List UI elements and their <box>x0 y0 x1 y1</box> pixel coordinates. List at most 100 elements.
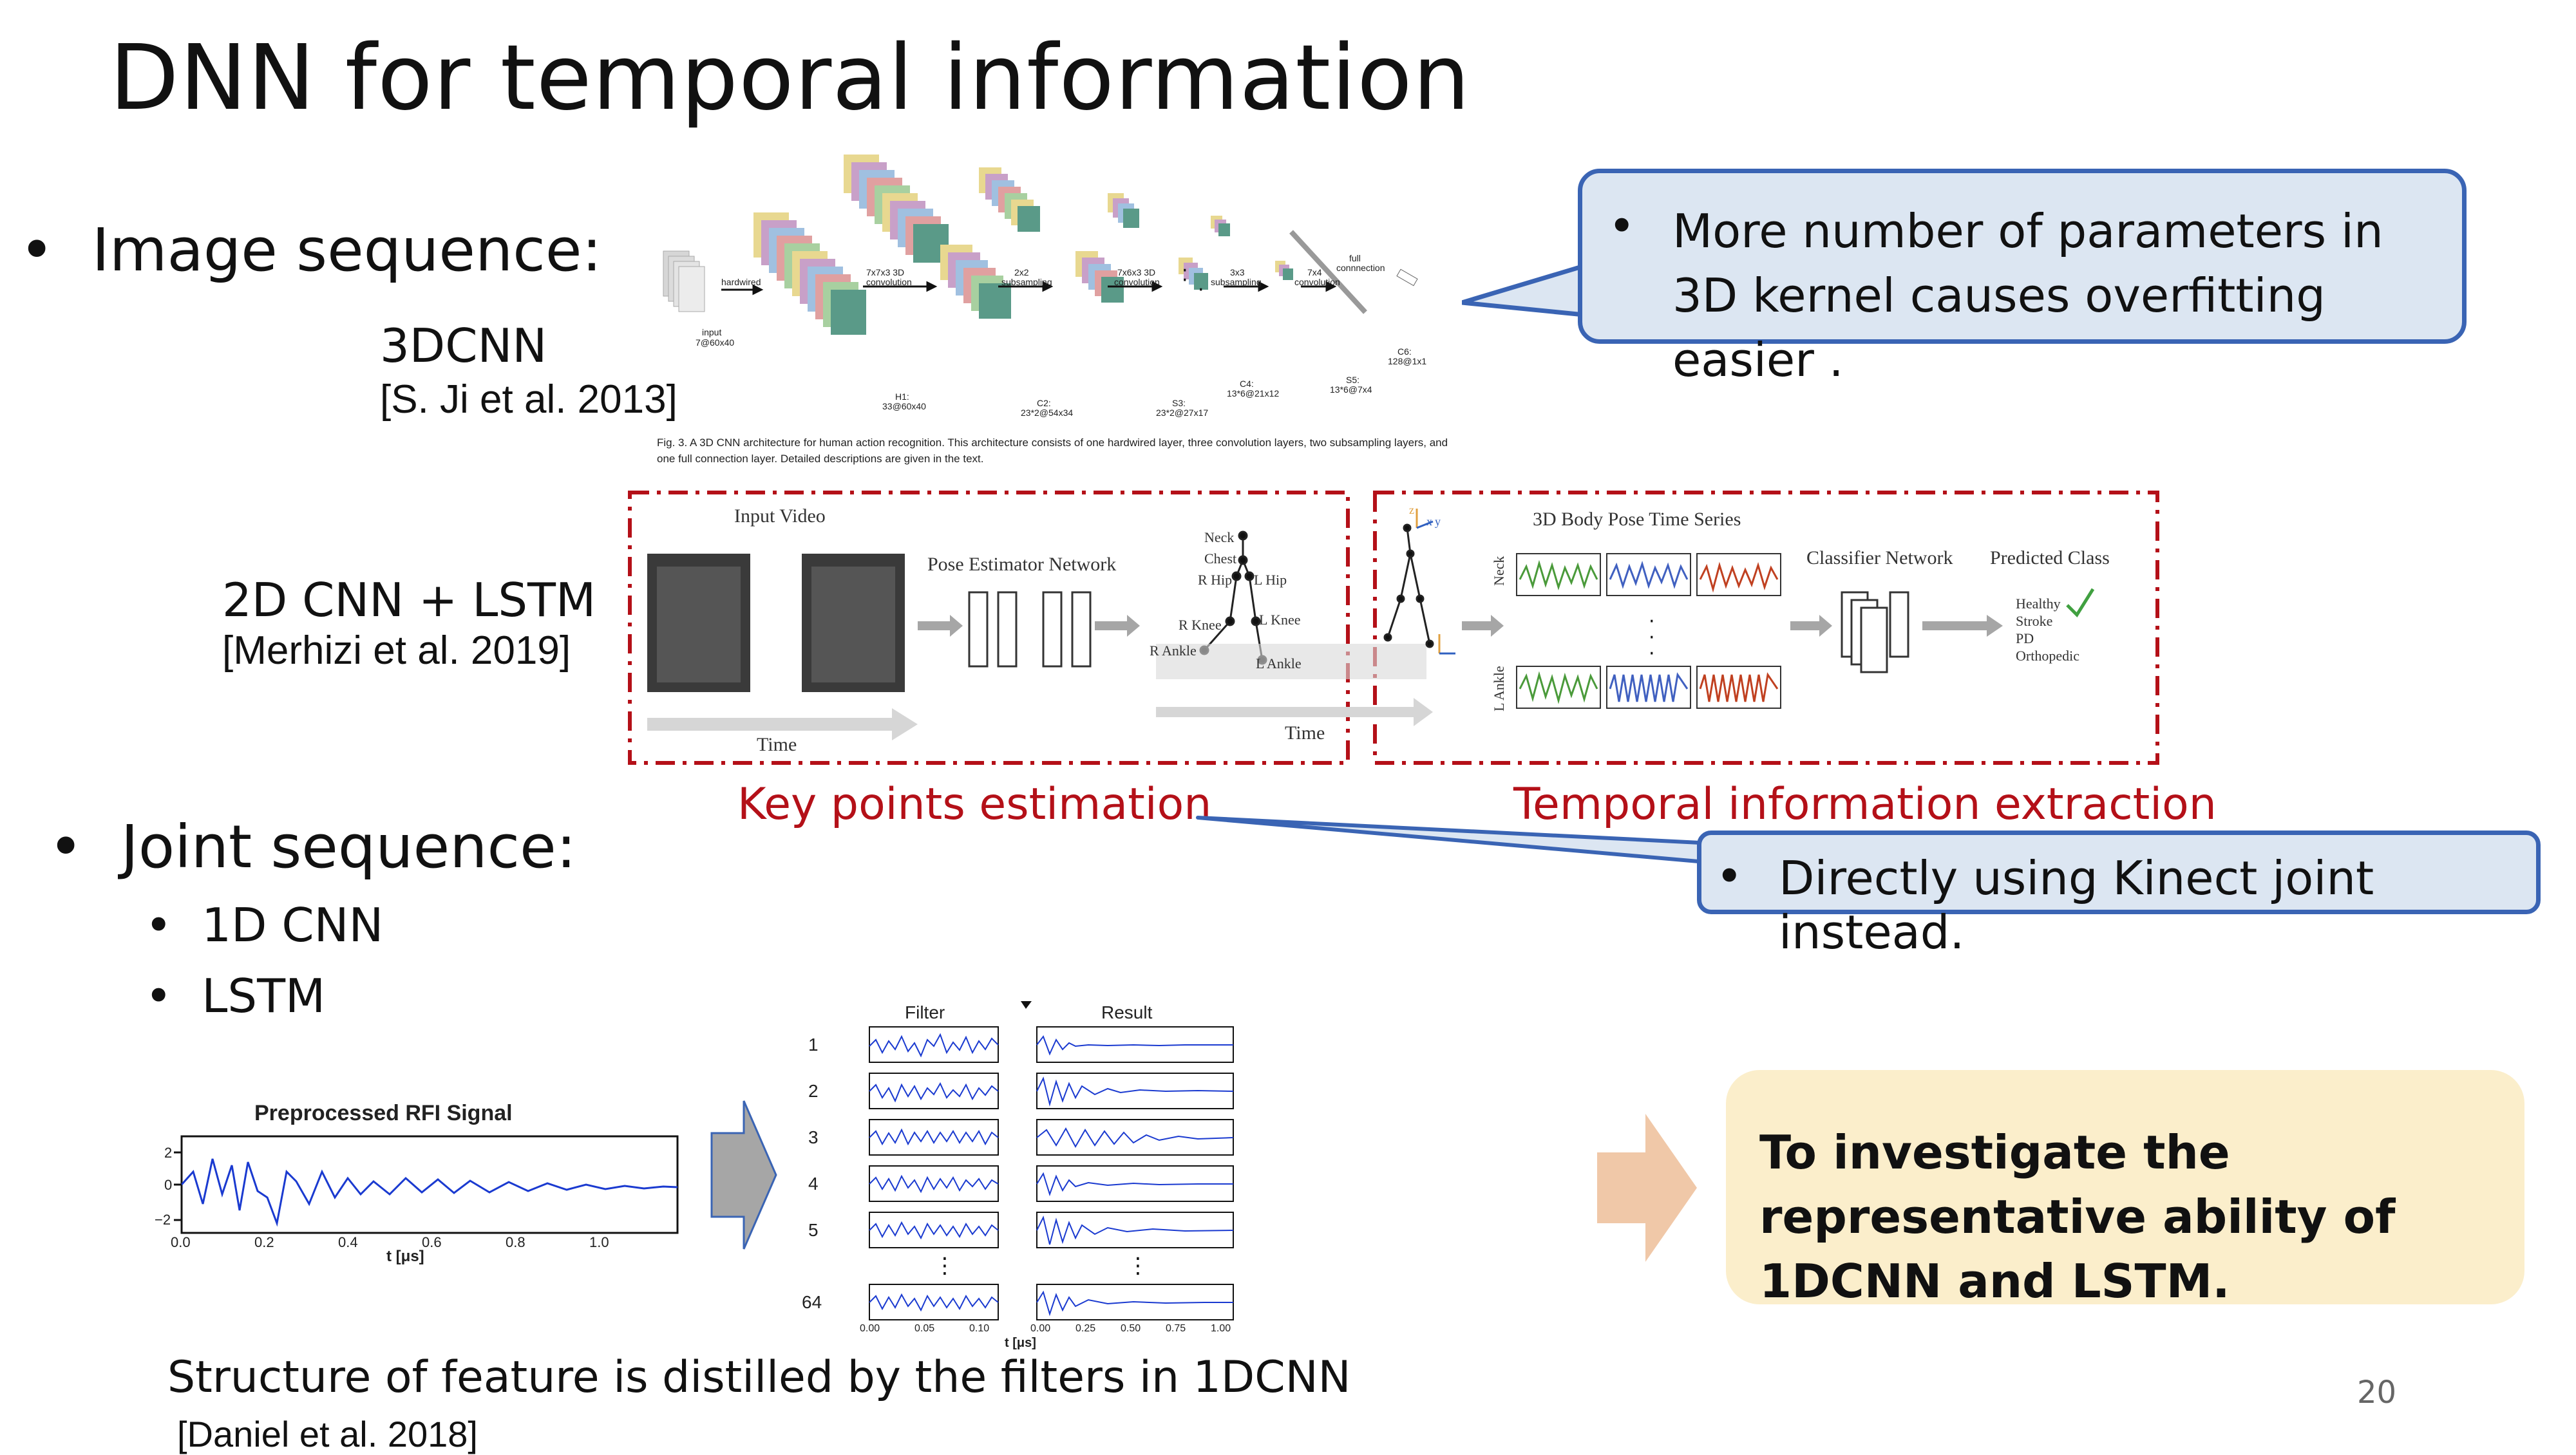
conclusion-text: To investigate the representative abilit… <box>1759 1125 2396 1308</box>
rfi-signal-title: Preprocessed RFI Signal <box>254 1101 513 1125</box>
label-h1-dim: 33@60x40 <box>882 401 926 411</box>
joint-label-lankle: L Ankle <box>1256 655 1302 671</box>
slide-title: DNN for temporal information <box>109 26 1471 131</box>
result-header: Result <box>1101 1002 1153 1022</box>
model-lstm-ref: [Merhizi et al. 2019] <box>222 628 571 673</box>
joint-label-lhip: L Hip <box>1254 572 1287 588</box>
label-c4-dim: 13*6@21x12 <box>1227 388 1280 399</box>
bullet-image-sequence-text: Image sequence: <box>91 216 602 285</box>
class-orthopedic: Orthopedic <box>2016 648 2079 664</box>
joint-label-lknee: L Knee <box>1259 612 1301 628</box>
joint-item-1dcnn: • 1D CNN <box>145 898 383 952</box>
label-predicted-class: Predicted Class <box>1990 547 2110 568</box>
label-conv2: 7x6x3 3D <box>1117 267 1156 277</box>
input-frames <box>663 250 705 312</box>
joint-item-lstm: • LSTM <box>145 969 325 1023</box>
callout-overfitting: • More number of parameters in 3D kernel… <box>1578 169 2467 387</box>
rfi-ref: [Daniel et al. 2018] <box>177 1414 478 1454</box>
result-xtick-3: 0.75 <box>1166 1323 1186 1334</box>
label-sub1: 2x2 <box>1014 267 1029 277</box>
label-input-video: Input Video <box>734 505 826 527</box>
callout-bullet: • <box>1608 199 1636 253</box>
row-id-2: 2 <box>808 1081 819 1101</box>
result-xtick-4: 1.00 <box>1211 1323 1231 1334</box>
label-conv2b: convolution <box>1114 277 1160 287</box>
joint-label-rankle: R Ankle <box>1150 643 1197 659</box>
rfi-xtick-2: 0.4 <box>338 1234 358 1250</box>
label-conv3: 7x4 <box>1307 267 1322 277</box>
axis-label-z: z <box>1409 503 1414 516</box>
row-id-4: 4 <box>808 1174 819 1194</box>
label-input-dim: 7@60x40 <box>696 337 735 348</box>
full-connection-bar <box>1289 230 1367 314</box>
bullet-dot: • <box>19 216 92 285</box>
figure-filter-result: Filter Result ⋮ ⋮ 1 2 3 4 <box>799 995 1249 1355</box>
joint-item-lstm-text: LSTM <box>202 969 326 1023</box>
rfi-signal-plot <box>174 1135 679 1234</box>
row-id-1: 1 <box>808 1035 819 1055</box>
label-conv1: 7x7x3 3D <box>866 267 905 277</box>
rfi-xlabel: t [μs] <box>386 1248 424 1265</box>
label-sub1b: subsampling <box>1001 277 1052 287</box>
joint-label-rhip: R Hip <box>1198 572 1233 588</box>
conclusion-box: To investigate the representative abilit… <box>1726 1070 2524 1308</box>
c2-stack <box>844 155 1011 319</box>
filter-xtick-2: 0.10 <box>969 1323 990 1334</box>
label-h1: H1: <box>895 391 909 402</box>
svg-text:·: · <box>1649 643 1655 665</box>
figure-3dcnn-caption: Fig. 3. A 3D CNN architecture for human … <box>657 436 1448 465</box>
result-xtick-0: 0.00 <box>1030 1323 1051 1334</box>
label-s5-dim: 13*6@7x4 <box>1330 384 1372 395</box>
label-conv3b: convolution <box>1294 277 1340 287</box>
row-id-64: 64 <box>802 1292 822 1312</box>
model-lstm-name: 2D CNN + LSTM <box>222 573 596 627</box>
filter-header: Filter <box>905 1002 945 1022</box>
label-c6: C6: <box>1397 346 1412 357</box>
bullet-joint-sequence: • Joint sequence: <box>48 812 576 881</box>
model-3dcnn-name: 3DCNN <box>380 319 547 373</box>
joint-label-rknee: R Knee <box>1179 617 1222 633</box>
result-xtick-2: 0.50 <box>1121 1323 1141 1334</box>
gray-arrow-icon <box>710 1100 777 1250</box>
callout-kinect-pointer <box>1196 816 1715 865</box>
filter-xtick-1: 0.05 <box>914 1323 935 1334</box>
callout-bullet: • <box>1716 849 1743 903</box>
svg-text:⋮: ⋮ <box>934 1253 956 1279</box>
bullet-image-sequence: • Image sequence: <box>19 216 601 285</box>
svg-text:·: · <box>1182 259 1188 282</box>
label-keypoints-estimation: Key points estimation <box>737 779 1212 830</box>
rfi-xtick-1: 0.2 <box>254 1234 274 1250</box>
class-healthy: Healthy <box>2016 596 2061 612</box>
label-row-ankle: L Ankle <box>1491 666 1507 711</box>
label-s3-dim: 23*2@27x17 <box>1156 408 1209 418</box>
callout-kinect: • Directly using Kinect joint instead. <box>1697 831 2541 959</box>
axis-label-x: x <box>1426 515 1432 528</box>
label-fullb: connnection <box>1336 263 1385 273</box>
page-number: 20 <box>2357 1375 2397 1411</box>
bullet-dot: • <box>145 969 202 1023</box>
label-sub2b: subsampling <box>1211 277 1262 287</box>
bullet-dot: • <box>145 898 202 952</box>
filter-result-xlabel: t [μs] <box>1005 1336 1036 1350</box>
model-3dcnn-ref: [S. Ji et al. 2013] <box>380 377 677 422</box>
row-id-3: 3 <box>808 1127 819 1147</box>
pose-pipeline-diagram: · · · <box>628 491 2159 765</box>
rfi-xtick-4: 0.8 <box>506 1234 526 1250</box>
figure-3dcnn: · · · input 7@60x40 hardwired 7x7x3 3D c… <box>657 148 1462 470</box>
rfi-caption: Structure of feature is distilled by the… <box>167 1352 1351 1403</box>
3dcnn-architecture-diagram: · · · <box>663 155 1418 335</box>
label-c2-dim: 23*2@54x34 <box>1021 408 1074 418</box>
bullet-joint-sequence-text: Joint sequence: <box>120 812 576 881</box>
result-xtick-1: 0.25 <box>1075 1323 1096 1334</box>
svg-text:·: · <box>1182 269 1188 292</box>
label-c2: C2: <box>1037 398 1051 408</box>
filter-xtick-0: 0.00 <box>860 1323 880 1334</box>
class-stroke: Stroke <box>2016 613 2053 629</box>
svg-text:·: · <box>1649 610 1655 633</box>
axis-label-y: y <box>1435 515 1441 528</box>
joint-item-1dcnn-text: 1D CNN <box>202 898 384 952</box>
callout-kinect-text: Directly using Kinect joint instead. <box>1779 851 2374 959</box>
svg-text:·: · <box>1198 279 1204 301</box>
label-pose-estimator: Pose Estimator Network <box>927 554 1117 575</box>
label-temporal-extraction: Temporal information extraction <box>1513 779 2217 830</box>
